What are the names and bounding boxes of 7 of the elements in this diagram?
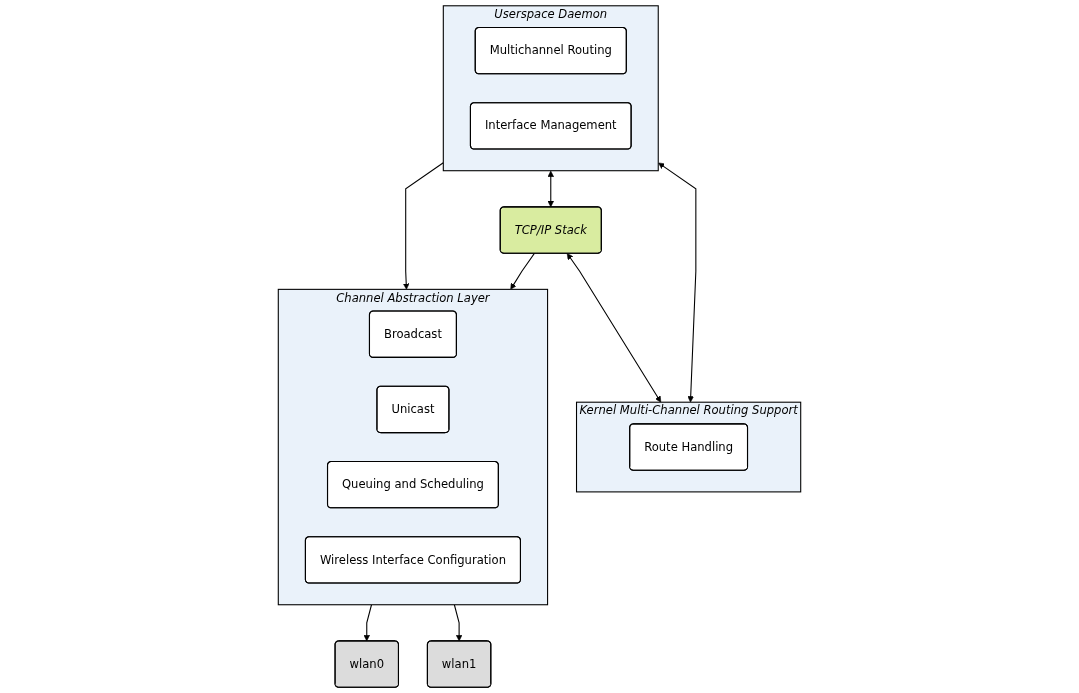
arrow [658, 162, 697, 403]
arrow [453, 604, 463, 642]
arrow [363, 604, 373, 642]
arrow [510, 252, 536, 290]
arrow [403, 162, 444, 290]
arrow [566, 253, 662, 403]
arrow [547, 170, 554, 208]
